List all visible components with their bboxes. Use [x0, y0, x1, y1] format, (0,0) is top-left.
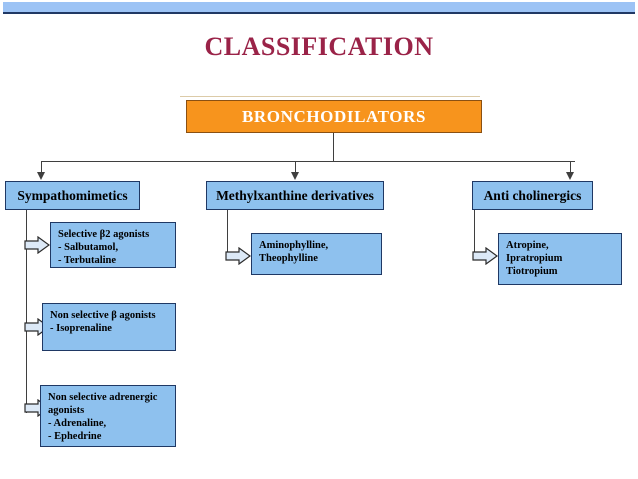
category-node-anti-cholinergics[interactable]: Anti cholinergics — [472, 181, 593, 210]
leaf-node-non-selective-adrenergic-agonists[interactable]: Non selective adrenergic agonists - Adre… — [40, 385, 176, 447]
category-node-sympathomimetics[interactable]: Sympathomimetics — [5, 181, 140, 210]
connector-to-category-1 — [295, 161, 296, 173]
connector-spine-anticholinergics — [474, 210, 475, 253]
connector-to-category-2 — [570, 161, 571, 173]
connector-root-stem — [333, 133, 334, 161]
connector-spine-methylxanthine — [227, 210, 228, 253]
leaf-node-aminophylline-theophylline[interactable]: Aminophylline, Theophylline — [251, 233, 382, 275]
connector-spine-sympathomimetics — [26, 210, 27, 413]
connector-to-category-0 — [41, 161, 42, 173]
decorative-top-bar — [3, 2, 635, 14]
category-node-methylxanthine-derivatives[interactable]: Methylxanthine derivatives — [206, 181, 384, 210]
leaf-node-selective-b2-agonists[interactable]: Selective β2 agonists - Salbutamol, - Te… — [50, 222, 176, 268]
leaf-node-atropine-ipratropium-tiotropium[interactable]: Atropine, Ipratropium Tiotropium — [498, 233, 622, 285]
block-arrow-to-leaf-2-0 — [472, 247, 498, 265]
page-title: CLASSIFICATION — [204, 32, 434, 61]
arrowhead-category-1 — [291, 172, 299, 180]
block-arrow-to-leaf-1-0 — [225, 247, 251, 265]
arrowhead-category-2 — [566, 172, 574, 180]
block-arrow-to-leaf-0-0 — [24, 236, 50, 254]
root-node-bronchodilators[interactable]: BRONCHODILATORS — [186, 100, 482, 133]
connector-root-bus — [41, 161, 575, 162]
title-divider — [180, 96, 480, 97]
arrowhead-category-0 — [37, 172, 45, 180]
leaf-node-non-selective-b-agonists[interactable]: Non selective β agonists - Isoprenaline — [42, 303, 176, 351]
